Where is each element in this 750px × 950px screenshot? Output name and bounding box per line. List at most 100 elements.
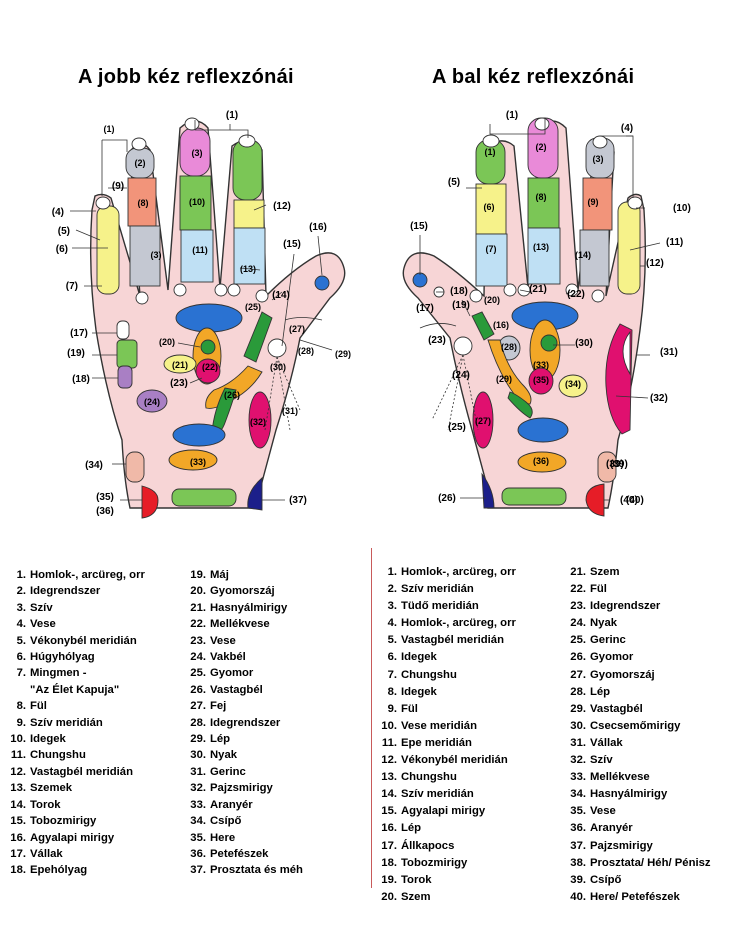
legend-item: 22.Fül [560, 581, 711, 598]
zone-label: (10) [189, 197, 205, 207]
legend-number: 35. [190, 831, 206, 844]
legend-item: 35.Vese [560, 803, 711, 820]
zone-label: (23) [428, 335, 446, 346]
legend-item: 35. Here [180, 830, 303, 846]
legend-item: 12.Vastagbél meridián [0, 764, 145, 780]
zone [558, 374, 588, 398]
zone-label: (27) [289, 324, 305, 334]
zone-label: (3) [192, 148, 203, 158]
legend-item: 32.Pajzsmirigy [180, 780, 303, 796]
legend-item: 6.Idegek [371, 649, 516, 666]
zone-label: (8) [536, 192, 547, 202]
legend-text: Here [210, 831, 236, 844]
thumb-line [431, 354, 479, 431]
legend-number: 6. [16, 651, 26, 664]
legend-number: 10. [381, 719, 397, 732]
legend-number: 6. [387, 651, 397, 664]
legend-item: 23.Vese [180, 633, 303, 649]
legend-item: 37.Prosztata és méh [180, 862, 303, 878]
zone [591, 289, 605, 303]
leader-line [189, 377, 203, 384]
legend-number: 1. [16, 569, 26, 581]
legend-number: 7. [387, 668, 397, 681]
legend-number: 29. [190, 733, 206, 746]
legend-item: 19.Máj [180, 567, 303, 583]
zone [314, 275, 330, 291]
zone-label: (15) [283, 239, 301, 250]
zone-label: (18) [450, 286, 468, 297]
legend-text: Idegrendszer [210, 716, 281, 729]
thumb-line [264, 356, 301, 431]
zone [96, 205, 120, 295]
zone-label: (30) [575, 338, 593, 349]
legend-number: 11. [10, 749, 26, 762]
zone-label: (4) [52, 207, 64, 218]
zone-label: (34) [565, 379, 581, 389]
legend-item: 34.Csípő [180, 813, 303, 829]
legend-number: 26. [570, 651, 586, 664]
zone [131, 137, 147, 151]
legend-item: 6.Húgyhólyag [0, 649, 145, 665]
legend-text: Hasnyálmirigy [590, 788, 668, 801]
legend-item: 16.Lép [371, 820, 516, 837]
legend-text: Állkapocs [401, 839, 455, 852]
zone-label: (17) [416, 303, 434, 314]
legend-number: 20. [190, 585, 206, 598]
legend-item: 37.Pajzsmirigy [560, 838, 711, 855]
hand-reflexology-diagram: (1)(2)(3)(8)(10)(13)(11)(3)(24)(33)(20)(… [52, 110, 691, 519]
leader-line [615, 395, 649, 399]
zone-label: (39) [610, 459, 628, 470]
legend-item: 36.Petefészek [180, 846, 303, 862]
legend-text: Szem [401, 890, 431, 903]
leader-line [317, 235, 323, 276]
zone-label: (24) [144, 397, 160, 407]
zone-label: (12) [646, 258, 664, 269]
zone-label: (26) [438, 493, 456, 504]
zone [528, 367, 554, 395]
legend-number: 39. [570, 873, 586, 886]
legend-text: Homlok-, arcüreg, orr [30, 569, 145, 581]
legend-text: Pajzsmirigy [210, 782, 273, 795]
legend-text: Agyalapi mirigy [401, 805, 486, 818]
zone [627, 196, 643, 210]
legend-number: 17. [381, 839, 397, 852]
zone-label: (22) [202, 362, 218, 372]
legend-text: Tobozmirigy [30, 815, 97, 828]
legend-item: 7.Mingmen - [0, 665, 145, 681]
legend-item: 15.Agyalapi mirigy [371, 803, 516, 820]
legend-text: Idegrendszer [30, 585, 101, 598]
leader-line [461, 299, 471, 317]
legend-number: 38. [570, 856, 586, 869]
legend-number: 31. [190, 765, 206, 778]
legend-item: 38.Prosztata/ Héh/ Pénisz [560, 855, 710, 872]
zone [585, 483, 605, 517]
zone-label: (30) [270, 362, 286, 372]
legend-number: 15. [10, 815, 26, 828]
zone-label: (35) [533, 375, 549, 385]
zone [475, 183, 507, 235]
zone [517, 283, 531, 297]
legend-item: 1. Homlok-, arcüreg, orr [0, 567, 145, 583]
leader-line [271, 291, 283, 301]
zone-label: (31) [660, 347, 678, 358]
legend-number: 37. [570, 839, 586, 852]
legend-number: 20. [381, 890, 397, 903]
legend-number: 1. [387, 566, 397, 578]
legend-number: 40. [570, 890, 586, 903]
legend-item: "Az Élet Kapuja" [0, 682, 145, 698]
zone-label: (14) [272, 290, 290, 301]
legend-text: Gerinc [590, 634, 626, 647]
legend-number: 27. [570, 668, 586, 681]
legend-item: 33.Aranyér [180, 797, 303, 813]
legend-item: 32.Szív [560, 752, 711, 769]
legend-text: Lép [210, 733, 231, 746]
legend-text: Lép [590, 685, 611, 698]
legend-item: 26.Gyomor [560, 649, 711, 666]
zone-label: (13) [533, 242, 549, 252]
legend-item: 40.Here/ Petefészek [560, 889, 711, 906]
legend-text: Vállak [590, 736, 623, 749]
leader-line [177, 342, 201, 348]
legend-item: 16.Agyalapi mirigy [0, 830, 145, 846]
legend-text: Idegek [30, 733, 66, 746]
